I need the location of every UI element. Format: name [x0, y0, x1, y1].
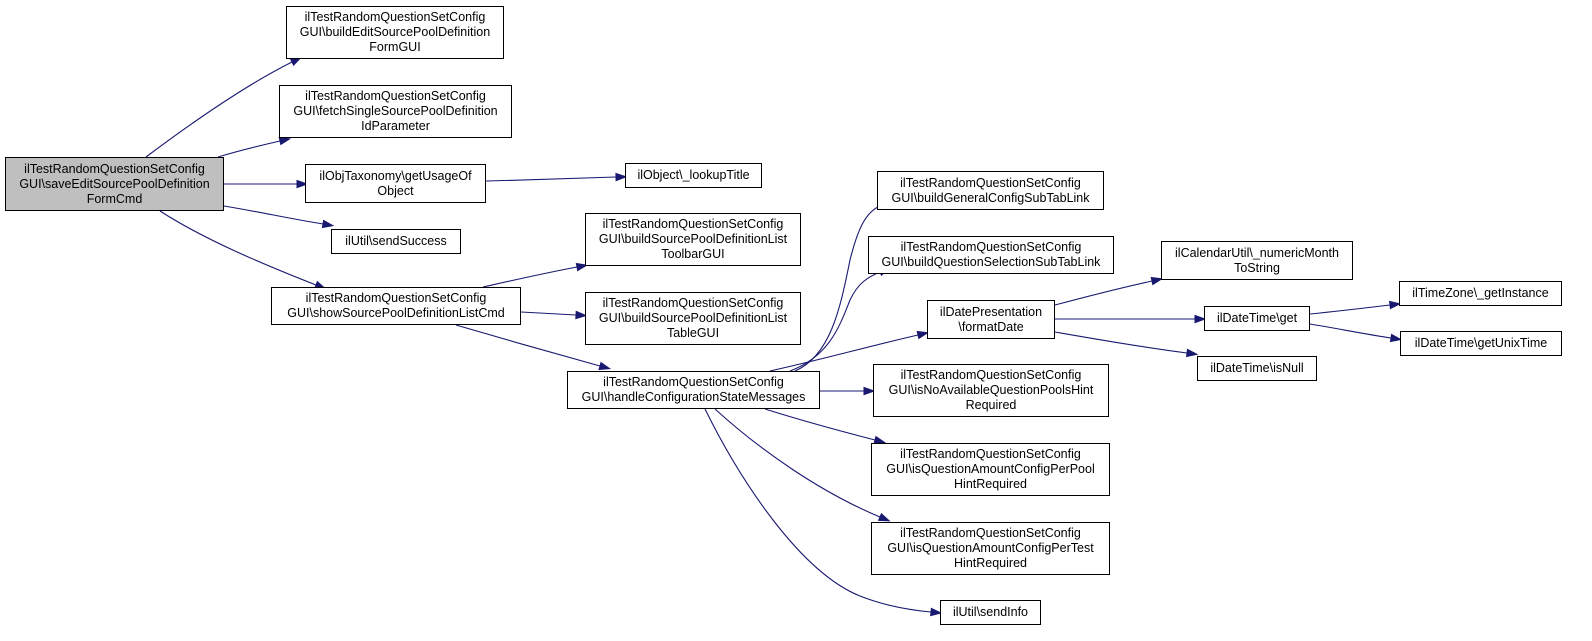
- arrowhead-root-to-sendSuccess: [321, 219, 335, 229]
- edge-formatDate-to-dtIsNull: [1054, 331, 1188, 354]
- edge-showList-to-tableGUI: [520, 311, 577, 316]
- edge-root-to-showList: [159, 210, 317, 286]
- edge-root-to-buildEdit: [145, 61, 293, 158]
- edge-dtGet-to-tzGetInstance: [1309, 304, 1391, 315]
- edge-handleMsgs-to-selectionSubTab: [789, 271, 881, 372]
- arrowhead-showList-to-toolbarGUI: [575, 262, 589, 272]
- node-send-success[interactable]: ilUtil\sendSuccess: [331, 229, 461, 254]
- arrowhead-formatDate-to-dtIsNull: [1185, 348, 1199, 358]
- arrowhead-root-to-getUsage: [296, 179, 309, 189]
- edge-root-to-fetchSingle: [217, 140, 281, 158]
- arrowhead-handleMsgs-to-noPools: [863, 386, 876, 396]
- arrowhead-handleMsgs-to-perPool: [873, 435, 887, 445]
- edge-showList-to-toolbarGUI: [482, 266, 578, 288]
- edge-handleMsgs-to-sendInfo: [704, 408, 932, 613]
- arrowhead-showList-to-tableGUI: [575, 310, 588, 320]
- node-date-time-get[interactable]: ilDateTime\get: [1204, 306, 1310, 331]
- arrowhead-formatDate-to-dtGet: [1194, 314, 1207, 324]
- arrowhead-dtGet-to-getUnixTime: [1389, 333, 1403, 343]
- edge-handleMsgs-to-formatDate: [769, 334, 919, 372]
- edge-handleMsgs-to-perPool: [764, 408, 876, 441]
- node-date-time-get-unix-time[interactable]: ilDateTime\getUnixTime: [1400, 331, 1562, 356]
- node-send-info[interactable]: ilUtil\sendInfo: [940, 600, 1041, 625]
- arrowhead-handleMsgs-to-formatDate: [916, 330, 930, 340]
- edge-root-to-sendSuccess: [223, 205, 324, 225]
- node-lookup-title[interactable]: ilObject\_lookupTitle: [625, 163, 762, 188]
- arrowhead-handleMsgs-to-perTest: [877, 512, 891, 522]
- arrowhead-showList-to-handleMsgs: [598, 361, 612, 371]
- edge-handleMsgs-to-perTest: [714, 408, 881, 518]
- edge-handleMsgs-to-generalSubTab: [794, 205, 881, 372]
- arrowhead-root-to-fetchSingle: [278, 136, 292, 146]
- arrowhead-getUsage-to-lookupTitle: [615, 172, 628, 182]
- node-format-date[interactable]: ilDatePresentation\formatDate: [927, 300, 1055, 339]
- node-time-zone-get-instance[interactable]: ilTimeZone\_getInstance: [1399, 281, 1562, 306]
- edge-showList-to-handleMsgs: [455, 324, 601, 367]
- edge-dtGet-to-getUnixTime: [1309, 323, 1392, 339]
- edge-getUsage-to-lookupTitle: [485, 176, 617, 182]
- arrowhead-dtGet-to-tzGetInstance: [1388, 300, 1402, 310]
- node-date-time-is-null[interactable]: ilDateTime\isNull: [1197, 356, 1317, 381]
- arrowhead-formatDate-to-numericMonth: [1150, 276, 1164, 286]
- arrowhead-handleMsgs-to-sendInfo: [930, 607, 943, 617]
- edge-formatDate-to-numericMonth: [1054, 280, 1153, 306]
